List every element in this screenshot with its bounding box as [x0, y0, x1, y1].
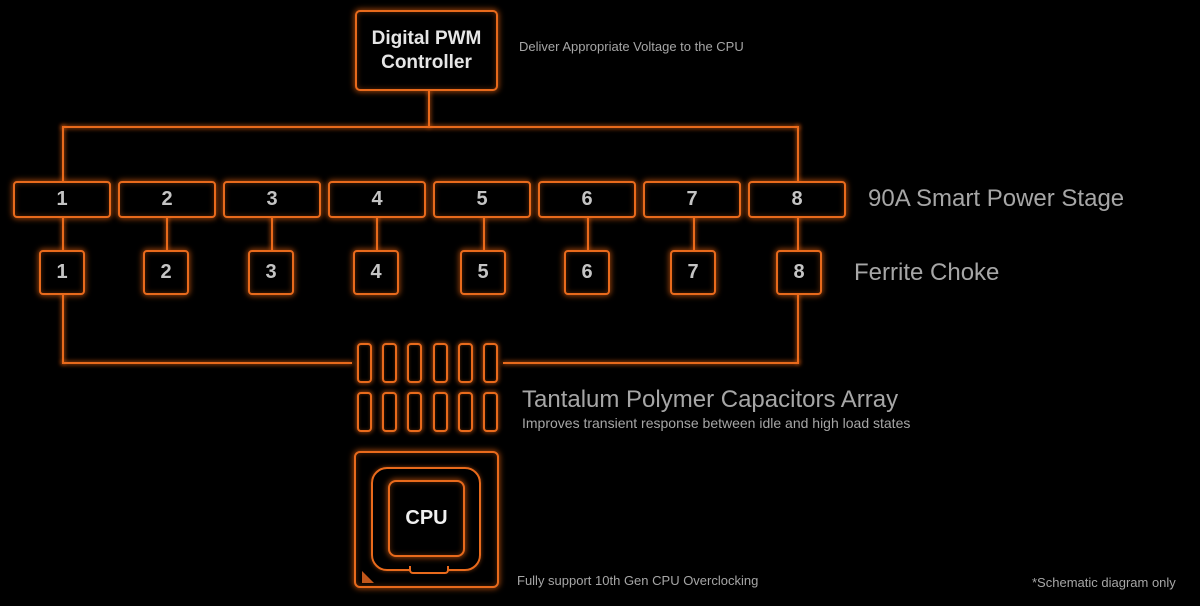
choke-5: 5: [460, 250, 506, 295]
cpu-socket-notch: [409, 566, 449, 574]
power-stage-3: 3: [223, 181, 321, 218]
capacitor-subtitle: Improves transient response between idle…: [522, 415, 911, 431]
stage-choke-wire-4: [376, 217, 378, 250]
pin1-marker-icon: [362, 571, 374, 583]
choke-1: 1: [39, 250, 85, 295]
stage-choke-wire-8: [797, 217, 799, 250]
controller-title-line2: Controller: [381, 51, 472, 73]
choke-6: 6: [564, 250, 610, 295]
capacitor: [483, 392, 498, 432]
return-right-rise: [797, 295, 799, 363]
return-left-line: [62, 362, 352, 364]
capacitor: [407, 343, 422, 383]
footnote: *Schematic diagram only: [1032, 575, 1176, 590]
power-stage-5: 5: [433, 181, 531, 218]
capacitor: [407, 392, 422, 432]
return-right-line: [503, 362, 799, 364]
controller-title-line1: Digital PWM: [371, 27, 482, 49]
stage-choke-wire-6: [587, 217, 589, 250]
stage-choke-wire-1: [62, 217, 64, 250]
capacitor: [382, 392, 397, 432]
choke-7: 7: [670, 250, 716, 295]
capacitor: [357, 392, 372, 432]
power-stage-6: 6: [538, 181, 636, 218]
bus-left-drop: [62, 126, 64, 181]
controller-wire: [428, 91, 430, 127]
pwm-controller: Digital PWM Controller: [355, 10, 498, 91]
power-stage-7: 7: [643, 181, 741, 218]
bus-right-drop: [797, 126, 799, 181]
distribution-bus: [62, 126, 799, 128]
choke-2: 2: [143, 250, 189, 295]
capacitor: [357, 343, 372, 383]
power-stage-8: 8: [748, 181, 846, 218]
stage-choke-wire-2: [166, 217, 168, 250]
cpu-note: Fully support 10th Gen CPU Overclocking: [517, 573, 759, 588]
choke-3: 3: [248, 250, 294, 295]
stage-choke-wire-3: [271, 217, 273, 250]
return-left-rise: [62, 295, 64, 363]
cpu-die: CPU: [388, 480, 465, 557]
choke-8: 8: [776, 250, 822, 295]
capacitor: [433, 343, 448, 383]
controller-note: Deliver Appropriate Voltage to the CPU: [519, 39, 744, 54]
capacitor: [458, 392, 473, 432]
power-stage-label: 90A Smart Power Stage: [868, 185, 1125, 212]
stage-choke-wire-7: [693, 217, 695, 250]
capacitor: [382, 343, 397, 383]
choke-4: 4: [353, 250, 399, 295]
capacitor: [483, 343, 498, 383]
capacitor-title: Tantalum Polymer Capacitors Array: [522, 386, 899, 413]
stage-choke-wire-5: [483, 217, 485, 250]
capacitor: [458, 343, 473, 383]
capacitor: [433, 392, 448, 432]
power-stage-1: 1: [13, 181, 111, 218]
power-stage-2: 2: [118, 181, 216, 218]
power-stage-4: 4: [328, 181, 426, 218]
choke-label: Ferrite Choke: [854, 259, 1000, 286]
cpu-label: CPU: [405, 507, 448, 529]
